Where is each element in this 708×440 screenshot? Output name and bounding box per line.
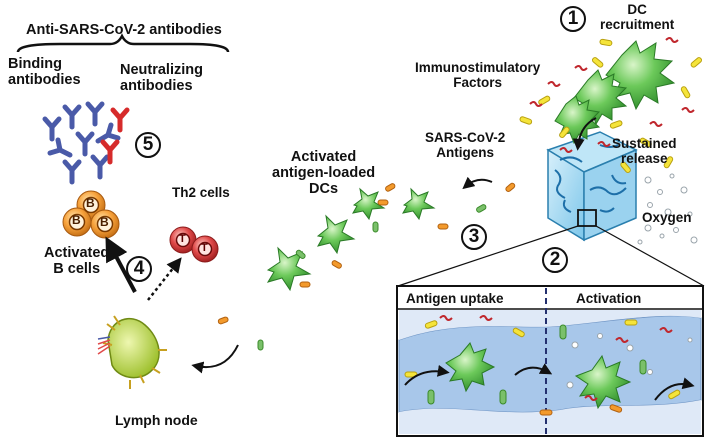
zoom-line [397,225,579,287]
step-marker-4: 4 [126,256,152,282]
lymph-node [97,315,167,389]
label-sars-antigens: SARS-CoV-2 Antigens [425,130,506,161]
zoom-line [595,225,705,287]
label-th2-cells: Th2 cells [172,185,230,200]
arrow-to-lymph-node [191,344,239,374]
step-marker-3: 3 [461,224,487,250]
label-activation: Activation [576,291,642,306]
migrating-dcs [266,187,436,292]
arrow-antigen-to-dc [462,176,493,190]
step-marker-2: 2 [542,247,568,273]
inset-arrow [514,363,553,376]
binding-antibody [95,122,121,144]
binding-antibody [90,154,110,180]
dendritic-cell [402,187,436,221]
label-immunostimulatory-factors: Immunostimulatory Factors [415,60,541,91]
cytokines [529,37,695,153]
binding-antibody [75,131,95,157]
label-neutralizing-antibodies: Neutralizing antibodies [120,62,203,95]
arrow-to-b-cells [105,236,137,293]
dendritic-cell [266,246,312,292]
inset-activated-dc [574,354,632,410]
label-dc-recruitment: DC recruitment [600,2,675,33]
oxygen-bubbles [637,173,698,245]
inset-dc [445,342,496,393]
th2-cells-group [169,226,219,263]
antibodies-group [42,101,130,185]
b-cell-nucleus [68,213,86,231]
label-antigen-uptake: Antigen uptake [406,291,504,306]
dendritic-cell [316,214,356,255]
label-lymph-node: Lymph node [115,412,198,428]
t-cell-nucleus [175,232,191,248]
b-cell-letter: B [86,196,95,210]
immunostimulatory-factors [519,38,703,174]
label-binding-antibodies: Binding antibodies [8,56,81,89]
t-cell-nucleus [197,241,213,257]
antigen-pills [217,182,516,351]
inset-panel [396,285,704,437]
scaffold-cube [546,131,638,242]
binding-antibody [42,116,62,142]
inset-arrow [404,364,450,386]
arrow-to-th2 [147,257,182,301]
t-cell-letter: T [179,233,186,245]
recruited-dcs [554,40,676,145]
label-activated-b-cells: Activated B cells [44,245,110,278]
label-activated-dcs: Activated antigen-loaded DCs [272,149,376,198]
neutralizing-antibody [110,107,130,133]
binding-antibody [85,101,105,127]
b-cell-nucleus [96,215,114,233]
title-anti-sars-antibodies: Anti-SARS-CoV-2 antibodies [26,22,222,38]
step-marker-5: 5 [135,132,161,158]
inset-arrow [654,377,695,401]
zoom-box [577,209,597,227]
step-marker-1: 1 [560,6,586,32]
b-cell-nucleus [82,196,100,214]
binding-antibody [62,159,82,185]
binding-antibody [62,104,82,130]
b-cell-letter: B [72,213,81,227]
arrow-sustained-release [572,117,597,151]
antibodies-brace [16,33,230,53]
t-cell-letter: T [201,242,208,254]
binding-antibody [47,137,73,158]
label-oxygen: Oxygen [642,210,692,225]
dendritic-cell [352,187,386,221]
neutralizing-antibody [100,139,120,165]
b-cell-letter: B [100,215,109,229]
label-sustained-release: Sustained release [612,136,677,167]
b-cells-group [62,190,120,239]
